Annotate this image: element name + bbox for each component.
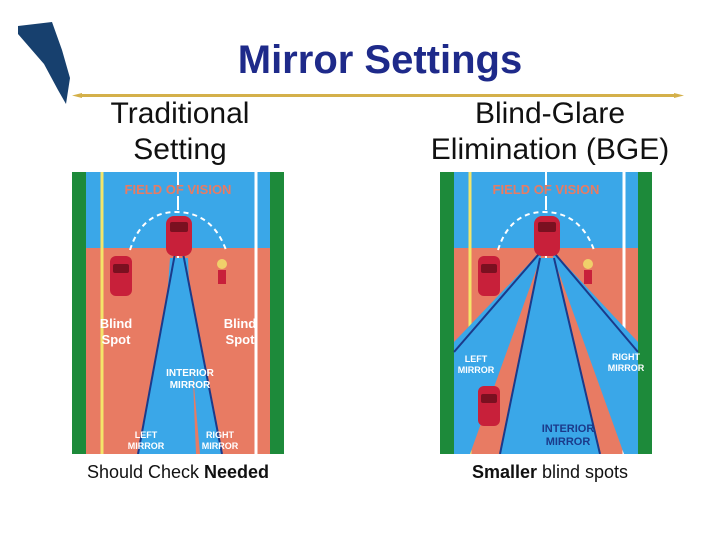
blind-spot-right-line2: Spot	[226, 332, 256, 347]
blind-spot-left-line2: Spot	[102, 332, 132, 347]
nevada-state-icon	[18, 22, 70, 104]
bge-caption-emphasis: Smaller	[471, 462, 537, 482]
bge-caption: Smaller blind spots	[418, 462, 682, 483]
interior-mirror-line1: INTERIOR	[166, 368, 215, 379]
bge-right-mirror-line1: RIGHT	[612, 352, 641, 362]
right-mirror-line1: RIGHT	[206, 430, 235, 440]
bge-right-mirror-line2: MIRROR	[608, 363, 645, 373]
blind-spot-right-line1: Blind	[224, 316, 257, 331]
traditional-caption-prefix: Should Check	[86, 462, 205, 482]
slide-title: Mirror Settings	[237, 38, 523, 82]
field-of-vision-label: FIELD OF VISION	[125, 182, 232, 197]
bge-heading-line1: Blind-Glare	[474, 97, 626, 130]
double-arrow-rule	[72, 93, 684, 98]
bge-interior-mirror-line1: INTERIOR	[542, 423, 595, 435]
traditional-diagram: FIELD OF VISION Blind Spot Blind Spot IN…	[72, 172, 284, 454]
car-icon	[166, 216, 192, 256]
bge-interior-mirror-line2: MIRROR	[546, 436, 591, 448]
bge-field-of-vision-label: FIELD OF VISION	[493, 182, 600, 197]
blind-spot-left-line1: Blind	[100, 316, 133, 331]
traditional-heading: Traditional Setting	[60, 96, 300, 168]
right-mirror-line2: MIRROR	[202, 441, 239, 451]
interior-mirror-line2: MIRROR	[170, 380, 211, 391]
traditional-caption: Should Check Needed	[50, 462, 306, 483]
left-mirror-line2: MIRROR	[128, 441, 165, 451]
bge-caption-suffix: blind spots	[536, 462, 629, 482]
bge-heading: Blind-Glare Elimination (BGE)	[400, 96, 700, 168]
bge-diagram: FIELD OF VISION LEFT MIRROR RIGHT MIRROR…	[440, 172, 652, 454]
traditional-heading-line1: Traditional	[110, 97, 250, 130]
bge-heading-line2: Elimination (BGE)	[430, 133, 670, 166]
traditional-heading-line2: Setting	[133, 133, 227, 166]
bge-left-mirror-line1: LEFT	[465, 354, 488, 364]
bge-left-mirror-line2: MIRROR	[458, 365, 495, 375]
left-mirror-line1: LEFT	[135, 430, 158, 440]
traditional-caption-emphasis: Needed	[204, 462, 270, 482]
cyclist-icon	[217, 259, 227, 284]
